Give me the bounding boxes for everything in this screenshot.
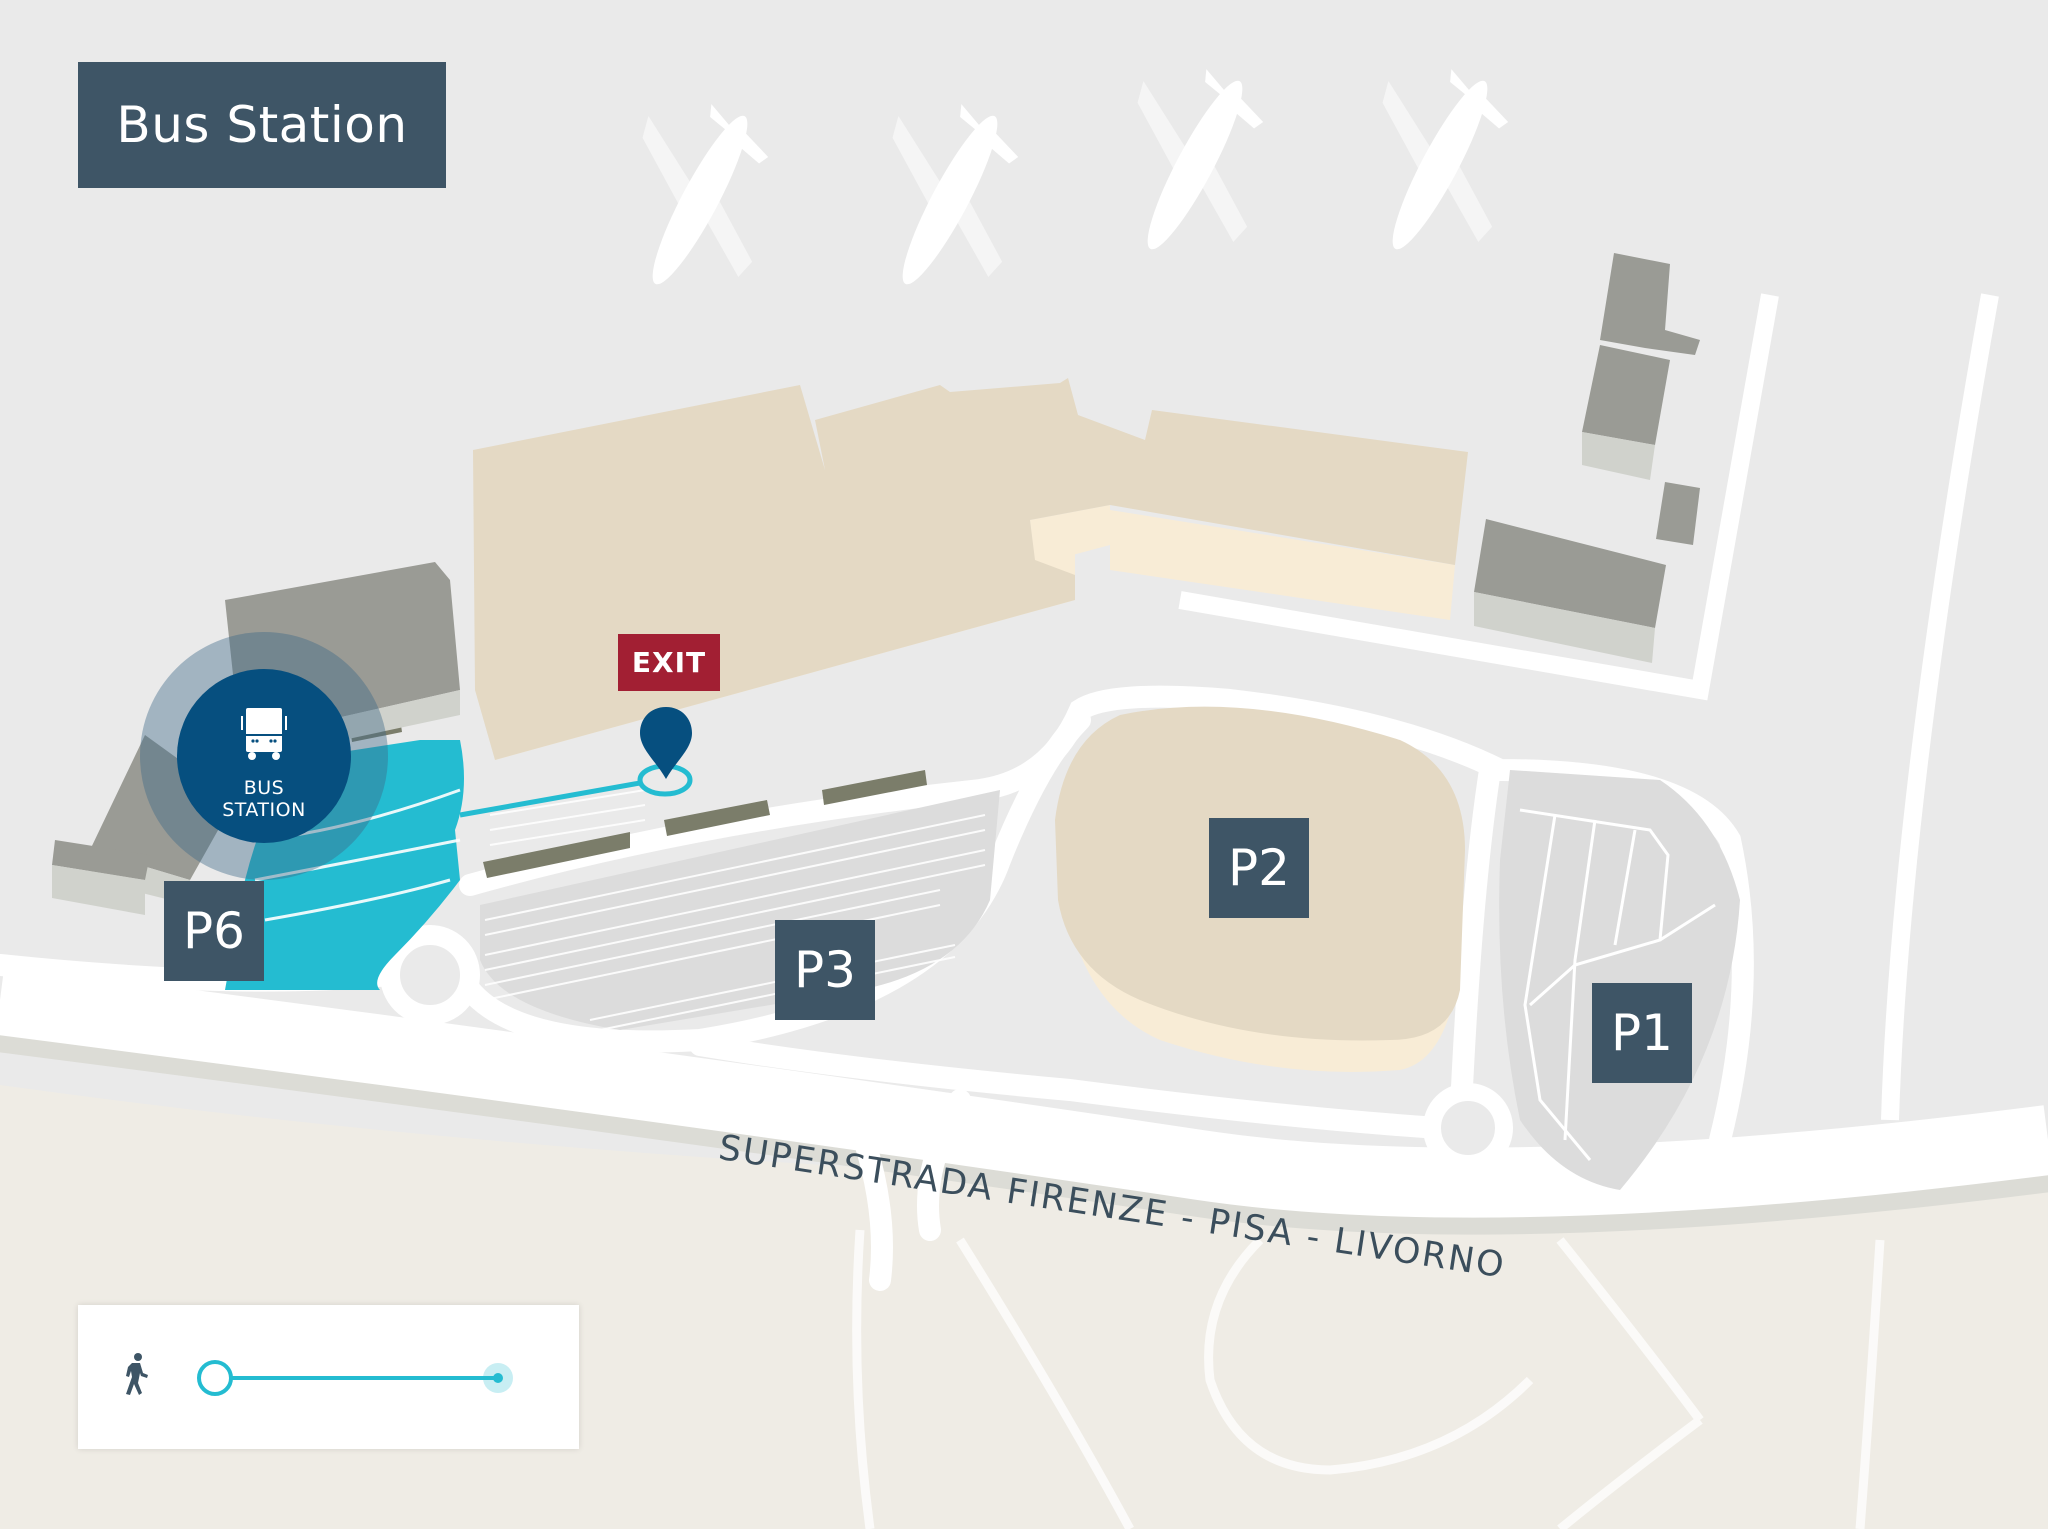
- bus-station-label-line2: STATION: [222, 799, 306, 821]
- page-title: Bus Station: [78, 62, 446, 188]
- legend-route-start: [197, 1360, 233, 1396]
- parking-label-p2[interactable]: P2: [1209, 818, 1309, 918]
- right-buildings: [1474, 253, 1700, 663]
- location-pin-icon[interactable]: [638, 705, 694, 781]
- terminal-building: [473, 378, 1468, 760]
- walking-person-icon: [126, 1353, 148, 1395]
- bus-station-label-line1: BUS: [243, 777, 285, 799]
- walking-route-line: [459, 780, 641, 818]
- parking-label-p1[interactable]: P1: [1592, 983, 1692, 1083]
- parking-label-p3[interactable]: P3: [775, 920, 875, 1020]
- bus-station-marker[interactable]: BUS STATION: [139, 631, 389, 881]
- p3-parking-stalls: [484, 789, 986, 1033]
- parking-label-p6[interactable]: P6: [164, 881, 264, 981]
- legend-panel: [78, 1305, 579, 1449]
- exit-label[interactable]: EXIT: [618, 634, 720, 691]
- legend-route-end: [493, 1373, 503, 1383]
- airplane-icons: [642, 69, 1509, 285]
- bus-station-label: BUS STATION: [139, 777, 389, 821]
- bus-icon: [241, 708, 287, 760]
